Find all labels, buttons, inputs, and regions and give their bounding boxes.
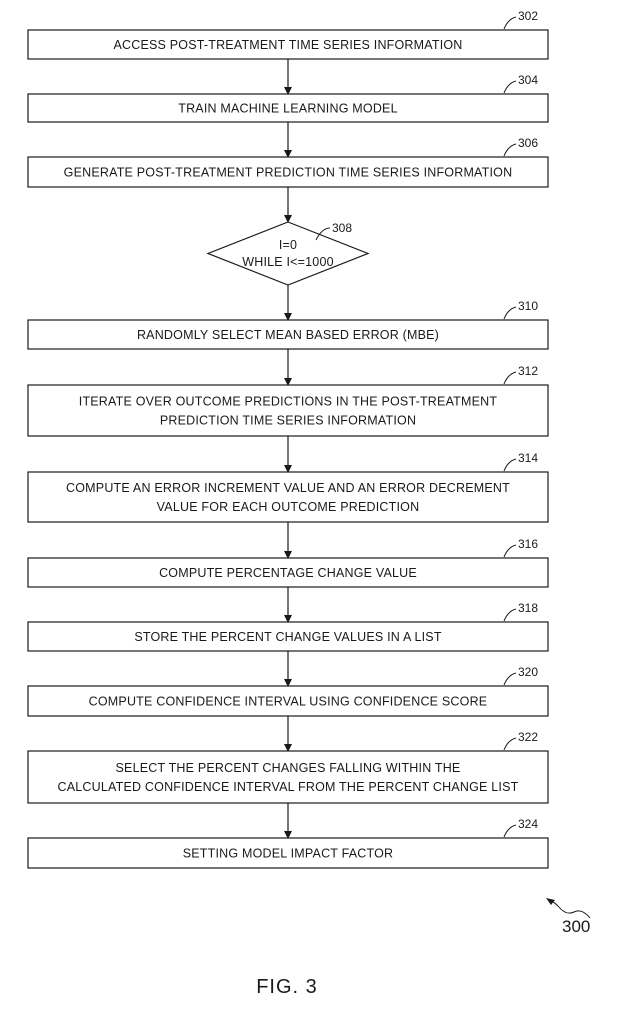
ref-number-324: 324 <box>518 817 538 831</box>
flow-step-302: 302ACCESS POST-TREATMENT TIME SERIES INF… <box>28 9 548 59</box>
ref-leader-324 <box>504 825 516 837</box>
ref-leader-322 <box>504 738 516 750</box>
process-box-312 <box>28 385 548 436</box>
figure-ref-arrowhead-icon <box>546 898 555 905</box>
figure-ref-number: 300 <box>562 917 590 936</box>
ref-leader-306 <box>504 144 516 156</box>
step-text-324-line-1: SETTING MODEL IMPACT FACTOR <box>183 847 394 861</box>
ref-number-308: 308 <box>332 221 352 235</box>
ref-number-314: 314 <box>518 451 538 465</box>
ref-leader-314 <box>504 459 516 471</box>
ref-leader-312 <box>504 372 516 384</box>
step-text-312-line-2: PREDICTION TIME SERIES INFORMATION <box>160 414 416 428</box>
step-text-310-line-1: RANDOMLY SELECT MEAN BASED ERROR (MBE) <box>137 328 439 342</box>
step-text-308-line-1: I=0 <box>279 238 297 252</box>
ref-leader-318 <box>504 609 516 621</box>
step-text-314-line-2: VALUE FOR EACH OUTCOME PREDICTION <box>157 500 420 514</box>
figure-caption: FIG. 3 <box>256 976 318 998</box>
ref-leader-310 <box>504 307 516 319</box>
ref-leader-320 <box>504 673 516 685</box>
ref-number-302: 302 <box>518 9 538 23</box>
ref-number-316: 316 <box>518 537 538 551</box>
step-text-322-line-1: SELECT THE PERCENT CHANGES FALLING WITHI… <box>116 761 461 775</box>
ref-number-322: 322 <box>518 730 538 744</box>
figure-ref-leader <box>550 900 590 918</box>
process-box-314 <box>28 472 548 522</box>
ref-number-306: 306 <box>518 136 538 150</box>
step-text-322-line-2: CALCULATED CONFIDENCE INTERVAL FROM THE … <box>58 780 519 794</box>
ref-number-320: 320 <box>518 665 538 679</box>
ref-leader-316 <box>504 545 516 557</box>
step-text-304-line-1: TRAIN MACHINE LEARNING MODEL <box>178 102 398 116</box>
figure-ref-group: 300 <box>546 898 590 936</box>
step-text-308-line-2: WHILE I<=1000 <box>242 255 334 269</box>
step-text-318-line-1: STORE THE PERCENT CHANGE VALUES IN A LIS… <box>134 630 442 644</box>
step-text-312-line-1: ITERATE OVER OUTCOME PREDICTIONS IN THE … <box>79 395 498 409</box>
process-box-322 <box>28 751 548 803</box>
ref-leader-304 <box>504 81 516 93</box>
step-text-320-line-1: COMPUTE CONFIDENCE INTERVAL USING CONFID… <box>89 695 488 709</box>
step-text-302-line-1: ACCESS POST-TREATMENT TIME SERIES INFORM… <box>113 38 462 52</box>
ref-number-318: 318 <box>518 601 538 615</box>
flow-step-308: 308I=0WHILE I<=1000 <box>208 221 368 285</box>
step-text-314-line-1: COMPUTE AN ERROR INCREMENT VALUE AND AN … <box>66 481 510 495</box>
ref-number-312: 312 <box>518 364 538 378</box>
step-text-306-line-1: GENERATE POST-TREATMENT PREDICTION TIME … <box>64 166 513 180</box>
ref-number-310: 310 <box>518 299 538 313</box>
step-text-316-line-1: COMPUTE PERCENTAGE CHANGE VALUE <box>159 566 417 580</box>
ref-number-304: 304 <box>518 73 538 87</box>
ref-leader-302 <box>504 17 516 29</box>
